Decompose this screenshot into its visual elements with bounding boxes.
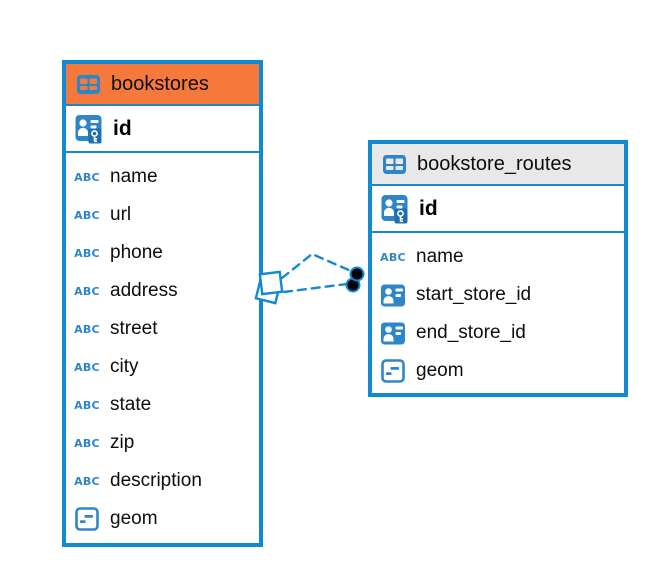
column-row[interactable]: start_store_id xyxy=(372,276,624,314)
column-name: street xyxy=(110,318,158,339)
column-name: zip xyxy=(110,432,135,453)
relationship-circle-marker-front[interactable] xyxy=(349,266,365,282)
table-title: bookstore_routes xyxy=(417,152,572,175)
column-name: name xyxy=(416,246,464,267)
text-type-icon: ABC xyxy=(74,170,100,184)
column-row[interactable]: geom xyxy=(66,500,259,538)
relationship-line-upper[interactable] xyxy=(280,252,353,280)
relationship-circle-marker-back[interactable] xyxy=(345,277,361,293)
geometry-type-icon xyxy=(73,507,101,531)
table-header-bookstore-routes[interactable]: bookstore_routes xyxy=(372,144,624,186)
column-list: ABC name ABC url ABC phone ABC address ABC st… xyxy=(66,153,259,543)
column-row[interactable]: ABC city xyxy=(66,348,259,386)
column-name: geom xyxy=(416,360,464,381)
table-icon xyxy=(380,154,408,174)
foreign-key-icon xyxy=(379,284,407,307)
table-title: bookstores xyxy=(111,72,209,95)
primary-key-row[interactable]: id xyxy=(66,106,259,153)
column-row[interactable]: ABC name xyxy=(372,238,624,276)
table-icon xyxy=(74,74,102,94)
relationship-line-lower[interactable] xyxy=(282,282,349,294)
text-type-icon: ABC xyxy=(74,360,100,374)
text-type-icon: ABC xyxy=(380,250,406,264)
primary-key-row[interactable]: id xyxy=(372,186,624,233)
column-name: geom xyxy=(110,508,158,529)
column-name: start_store_id xyxy=(416,284,532,305)
column-row[interactable]: ABC state xyxy=(66,386,259,424)
primary-key-name: id xyxy=(113,116,132,140)
column-row[interactable]: ABC phone xyxy=(66,234,259,272)
table-header-bookstores[interactable]: bookstores xyxy=(66,64,259,106)
relationship-square-marker-front[interactable] xyxy=(258,270,284,296)
column-row[interactable]: ABC zip xyxy=(66,424,259,462)
column-name: state xyxy=(110,394,152,415)
foreign-key-icon xyxy=(379,322,407,345)
column-row[interactable]: ABC address xyxy=(66,272,259,310)
column-name: end_store_id xyxy=(416,322,526,343)
column-name: city xyxy=(110,356,139,377)
column-name: address xyxy=(110,280,178,301)
column-name: url xyxy=(110,204,132,225)
text-type-icon: ABC xyxy=(74,208,100,222)
column-row[interactable]: ABC description xyxy=(66,462,259,500)
text-type-icon: ABC xyxy=(74,436,100,450)
primary-key-icon xyxy=(378,194,410,224)
text-type-icon: ABC xyxy=(74,246,100,260)
column-row[interactable]: ABC street xyxy=(66,310,259,348)
column-row[interactable]: ABC name xyxy=(66,158,259,196)
text-type-icon: ABC xyxy=(74,474,100,488)
text-type-icon: ABC xyxy=(74,284,100,298)
column-name: description xyxy=(110,470,202,491)
table-card-bookstores[interactable]: bookstores id ABC name xyxy=(62,60,263,547)
text-type-icon: ABC xyxy=(74,398,100,412)
text-type-icon: ABC xyxy=(74,322,100,336)
primary-key-name: id xyxy=(419,196,438,220)
column-row[interactable]: ABC url xyxy=(66,196,259,234)
column-row[interactable]: end_store_id xyxy=(372,314,624,352)
column-row[interactable]: geom xyxy=(372,352,624,390)
column-name: phone xyxy=(110,242,163,263)
column-list: ABC name start_store_id xyxy=(372,233,624,395)
column-name: name xyxy=(110,166,158,187)
geometry-type-icon xyxy=(379,359,407,383)
primary-key-icon xyxy=(72,114,104,144)
